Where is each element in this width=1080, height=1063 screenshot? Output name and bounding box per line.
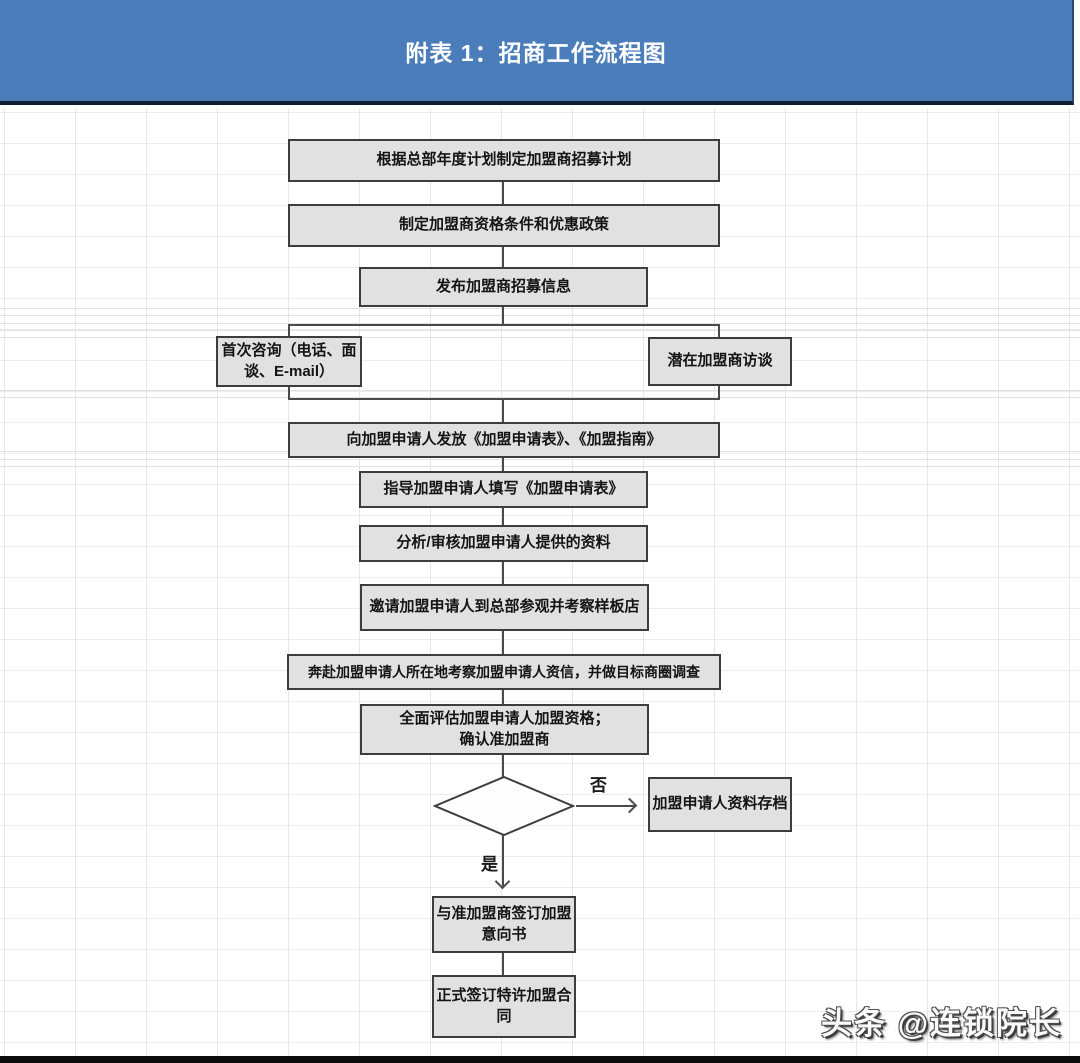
flow-node-sign-contract: 正式签订特许加盟合同 [432,975,576,1038]
yes-label: 是 [481,855,498,874]
connector-analyze-invite [502,561,504,585]
flow-node-publish-info: 发布加盟商招募信息 [359,267,648,307]
connector-sendforms-guide [502,457,504,472]
flow-node-qualification-policy: 制定加盟商资格条件和优惠政策 [288,204,720,247]
branch-bottom-line [288,398,720,400]
connector-policy-publish [502,246,504,268]
grid-row-line [0,337,1080,338]
grid-row-line [0,397,1080,398]
decision-diamond [432,775,576,837]
connector-publish-branch [502,306,504,326]
flow-node-invite-visit: 邀请加盟申请人到总部参观并考察样板店 [360,584,649,631]
grid-row-line [0,315,1080,316]
flow-node-send-forms: 向加盟申请人发放《加盟申请表》、《加盟指南》 [288,422,720,458]
connector-plan-policy [502,181,504,205]
flow-node-first-consult: 首次咨询（电话、面谈、E-mail） [216,336,362,387]
grid-row-line [0,308,1080,309]
flow-node-evaluate: 全面评估加盟申请人加盟资格； 确认准加盟商 [360,704,649,755]
flow-node-sign-intent: 与准加盟商签订加盟意向书 [432,896,576,953]
watermark: 头条 @连锁院长 [821,1006,1062,1041]
grid-row-line [0,330,1080,331]
flow-node-guide-fill: 指导加盟申请人填写《加盟申请表》 [359,471,648,508]
branch-top-line [288,324,720,326]
grid-row-line [0,390,1080,391]
flow-node-analyze-review: 分析/审核加盟申请人提供的资料 [359,525,648,562]
flow-node-field-investigation: 奔赴加盟申请人所在地考察加盟申请人资信，并做目标商圈调查 [287,654,721,690]
no-arrow-line [576,805,636,807]
connector-intent-contract [502,952,504,976]
flow-node-archive: 加盟申请人资料存档 [648,777,792,832]
flow-node-annual-plan: 根据总部年度计划制定加盟商招募计划 [288,139,720,182]
connector-invite-field [502,630,504,655]
grid-row-line [0,323,1080,324]
header-bar: 附表 1：招商工作流程图 [0,0,1074,105]
connector-branch-sendforms [502,398,504,422]
page-title: 附表 1：招商工作流程图 [405,39,667,66]
grid-row-line [0,466,1080,467]
connector-evaluate-decision [502,754,504,777]
connector-field-evaluate [502,689,504,706]
connector-guide-analyze [502,507,504,526]
yes-arrow-line [502,835,504,886]
grid-row-line [0,459,1080,460]
bottom-bar [0,1056,1080,1063]
flow-node-potential-interview: 潜在加盟商访谈 [648,337,792,386]
no-label: 否 [590,776,607,795]
